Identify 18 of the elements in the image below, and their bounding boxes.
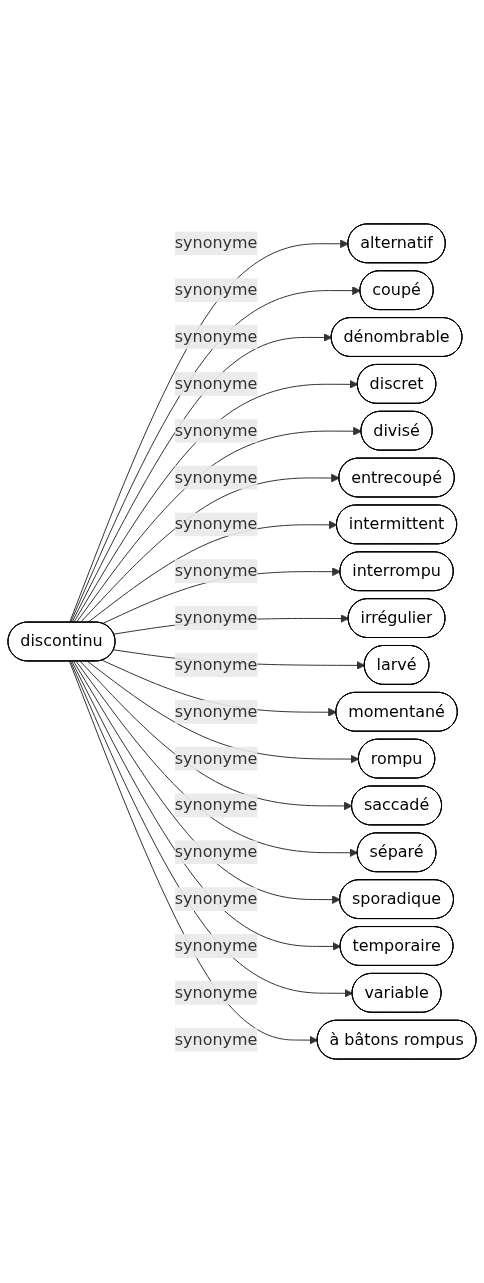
edge-label: synonyme (174, 327, 258, 346)
edge-label: synonyme (174, 842, 258, 862)
edge-label: synonyme (174, 561, 258, 581)
edge-label: synonyme (174, 467, 258, 487)
edge-label: synonyme (174, 654, 258, 674)
edge-label: synonyme (174, 795, 258, 815)
edge-label: synonyme (174, 982, 258, 1002)
edge-label: synonyme (174, 233, 258, 253)
edge-label: synonyme (174, 420, 258, 440)
edge-label: synonyme (174, 936, 258, 955)
edge-label: synonyme (174, 1029, 258, 1049)
edge-label: synonyme (174, 889, 258, 909)
edge-label: synonyme (174, 373, 258, 393)
edge-label: synonyme (174, 701, 258, 721)
edge-label: synonyme (174, 748, 258, 768)
edge-label: synonyme (174, 514, 258, 534)
edge-label: synonyme (174, 280, 258, 300)
edge-label: synonyme (174, 608, 258, 628)
